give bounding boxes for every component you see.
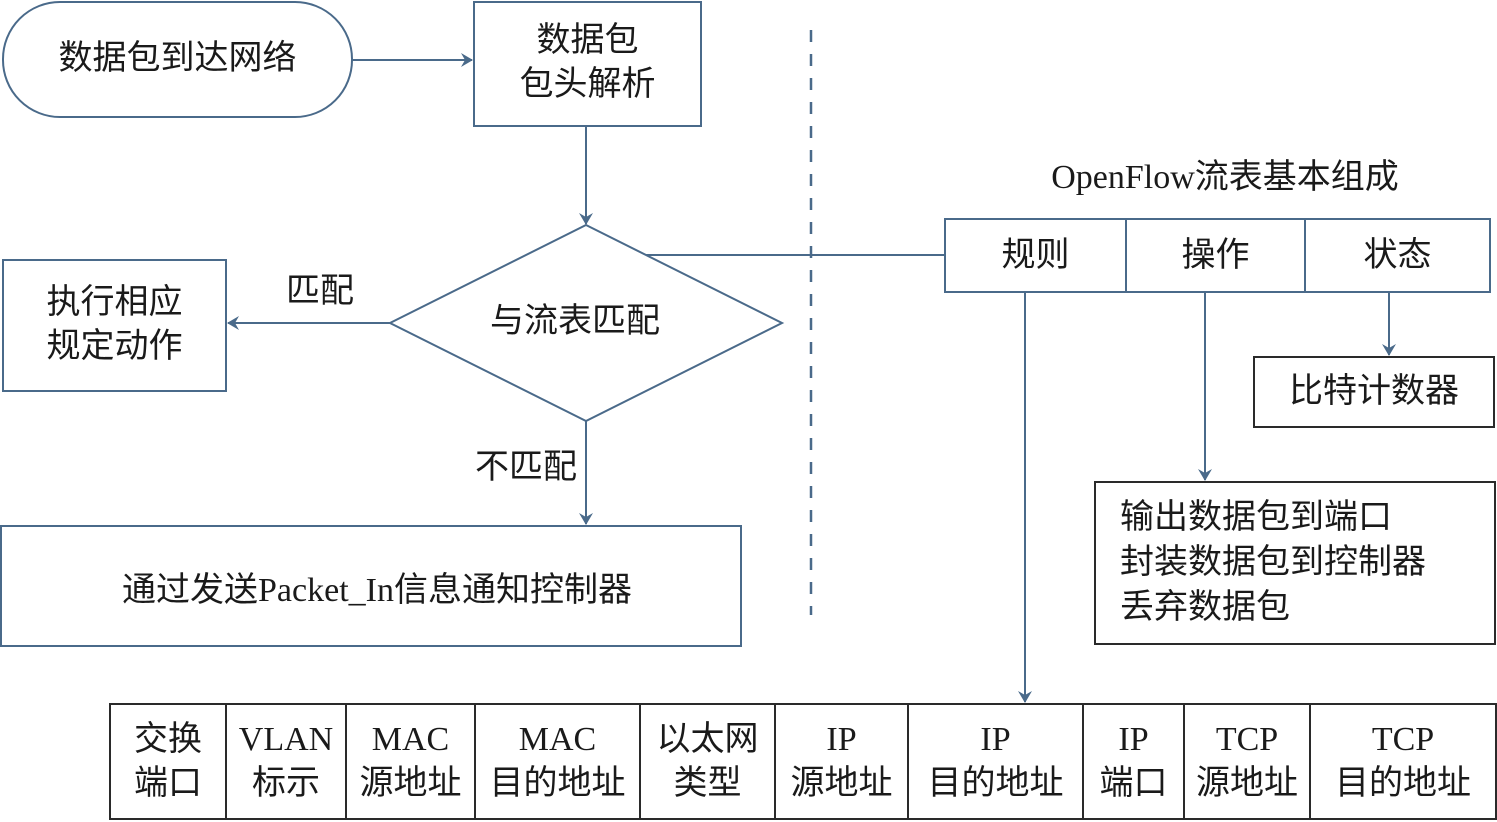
match-action-box: 执行相应 规定动作	[2, 259, 227, 392]
match-action-line-1: 执行相应	[46, 284, 183, 321]
parse-header-box: 数据包 包头解析	[473, 1, 702, 127]
nomatch-label: 不匹配	[475, 449, 577, 486]
field-line-1: 以太网	[656, 720, 759, 758]
field-line-1: IP	[1118, 720, 1149, 758]
start-terminal-label: 数据包到达网络	[58, 40, 297, 77]
field-line-1: VLAN	[238, 720, 334, 758]
field-cell: TCP 目的地址	[1311, 705, 1495, 818]
match-action-line-2: 规定动作	[46, 328, 183, 365]
action-item: 输出数据包到端口	[1120, 499, 1392, 536]
component-action: 操作	[1127, 220, 1306, 291]
actions-list-box: 输出数据包到端口 封装数据包到控制器 丢弃数据包	[1094, 481, 1496, 645]
field-line-1: TCP	[1215, 720, 1279, 758]
decision-label: 与流表匹配	[490, 303, 660, 340]
counter-label: 比特计数器	[1289, 373, 1459, 410]
component-state-label: 状态	[1363, 236, 1432, 274]
field-line-2: 源地址	[359, 764, 462, 802]
field-line-2: 端口	[1099, 764, 1168, 802]
start-terminal: 数据包到达网络	[3, 37, 352, 81]
action-item: 封装数据包到控制器	[1120, 544, 1426, 581]
flow-table-components: 规则 操作 状态	[944, 218, 1491, 293]
field-line-1: MAC	[518, 720, 597, 758]
field-line-1: IP	[980, 720, 1011, 758]
field-line-2: 标示	[252, 764, 320, 802]
field-line-2: 类型	[673, 764, 742, 802]
rule-fields-table: 交换 端口 VLAN 标示 MAC 源地址 MAC 目的地址 以太网 类型 IP…	[109, 703, 1497, 820]
field-line-1: IP	[826, 720, 857, 758]
parse-line-1: 数据包	[536, 22, 639, 59]
action-item: 丢弃数据包	[1120, 589, 1290, 626]
field-line-1: TCP	[1371, 720, 1435, 758]
field-cell: MAC 源地址	[347, 705, 476, 818]
field-line-2: 源地址	[1196, 764, 1298, 802]
field-line-2: 目的地址	[489, 764, 626, 802]
packet-in-box: 通过发送Packet_In信息通知控制器	[0, 525, 742, 647]
field-cell: IP 端口	[1084, 705, 1185, 818]
component-state: 状态	[1306, 220, 1489, 291]
field-cell: TCP 源地址	[1185, 705, 1311, 818]
match-label: 匹配	[286, 273, 354, 310]
component-rule: 规则	[946, 220, 1127, 291]
field-cell: VLAN 标示	[227, 705, 347, 818]
field-line-1: 交换	[134, 720, 202, 758]
counter-box: 比特计数器	[1253, 356, 1495, 428]
component-action-label: 操作	[1181, 236, 1250, 274]
component-rule-label: 规则	[1001, 236, 1070, 274]
field-line-1: MAC	[371, 720, 450, 758]
field-line-2: 端口	[134, 764, 202, 802]
parse-line-2: 包头解析	[519, 66, 656, 103]
field-cell: 交换 端口	[111, 705, 227, 818]
flow-table-title: OpenFlow流表基本组成	[1051, 159, 1399, 196]
field-cell: IP 目的地址	[909, 705, 1084, 818]
field-line-2: 目的地址	[927, 764, 1064, 802]
packet-in-label: 通过发送Packet_In信息通知控制器	[122, 572, 632, 609]
field-cell: IP 源地址	[776, 705, 909, 818]
field-cell: MAC 目的地址	[476, 705, 641, 818]
field-line-2: 源地址	[790, 764, 893, 802]
field-cell: 以太网 类型	[641, 705, 776, 818]
field-line-2: 目的地址	[1335, 764, 1471, 802]
